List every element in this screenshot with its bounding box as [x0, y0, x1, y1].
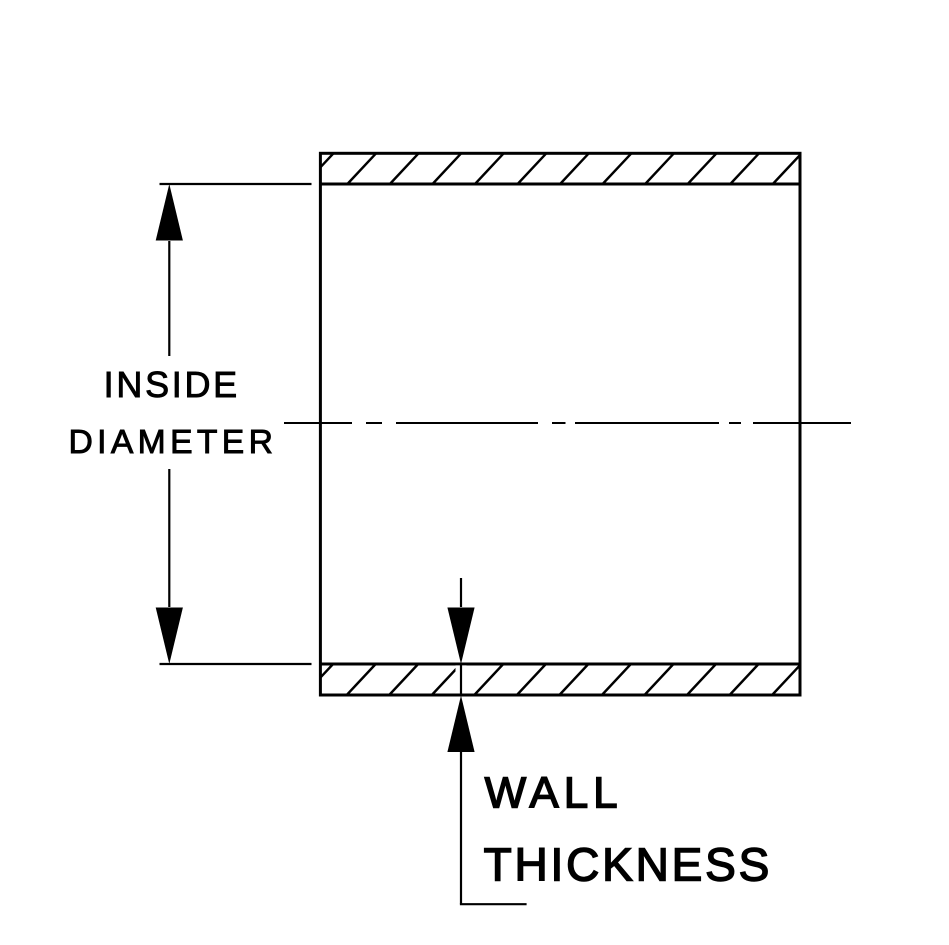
svg-text:THICKNESS: THICKNESS	[484, 838, 772, 890]
svg-text:WALL: WALL	[485, 768, 623, 817]
svg-text:INSIDE: INSIDE	[104, 364, 240, 405]
svg-text:DIAMETER: DIAMETER	[69, 423, 278, 461]
